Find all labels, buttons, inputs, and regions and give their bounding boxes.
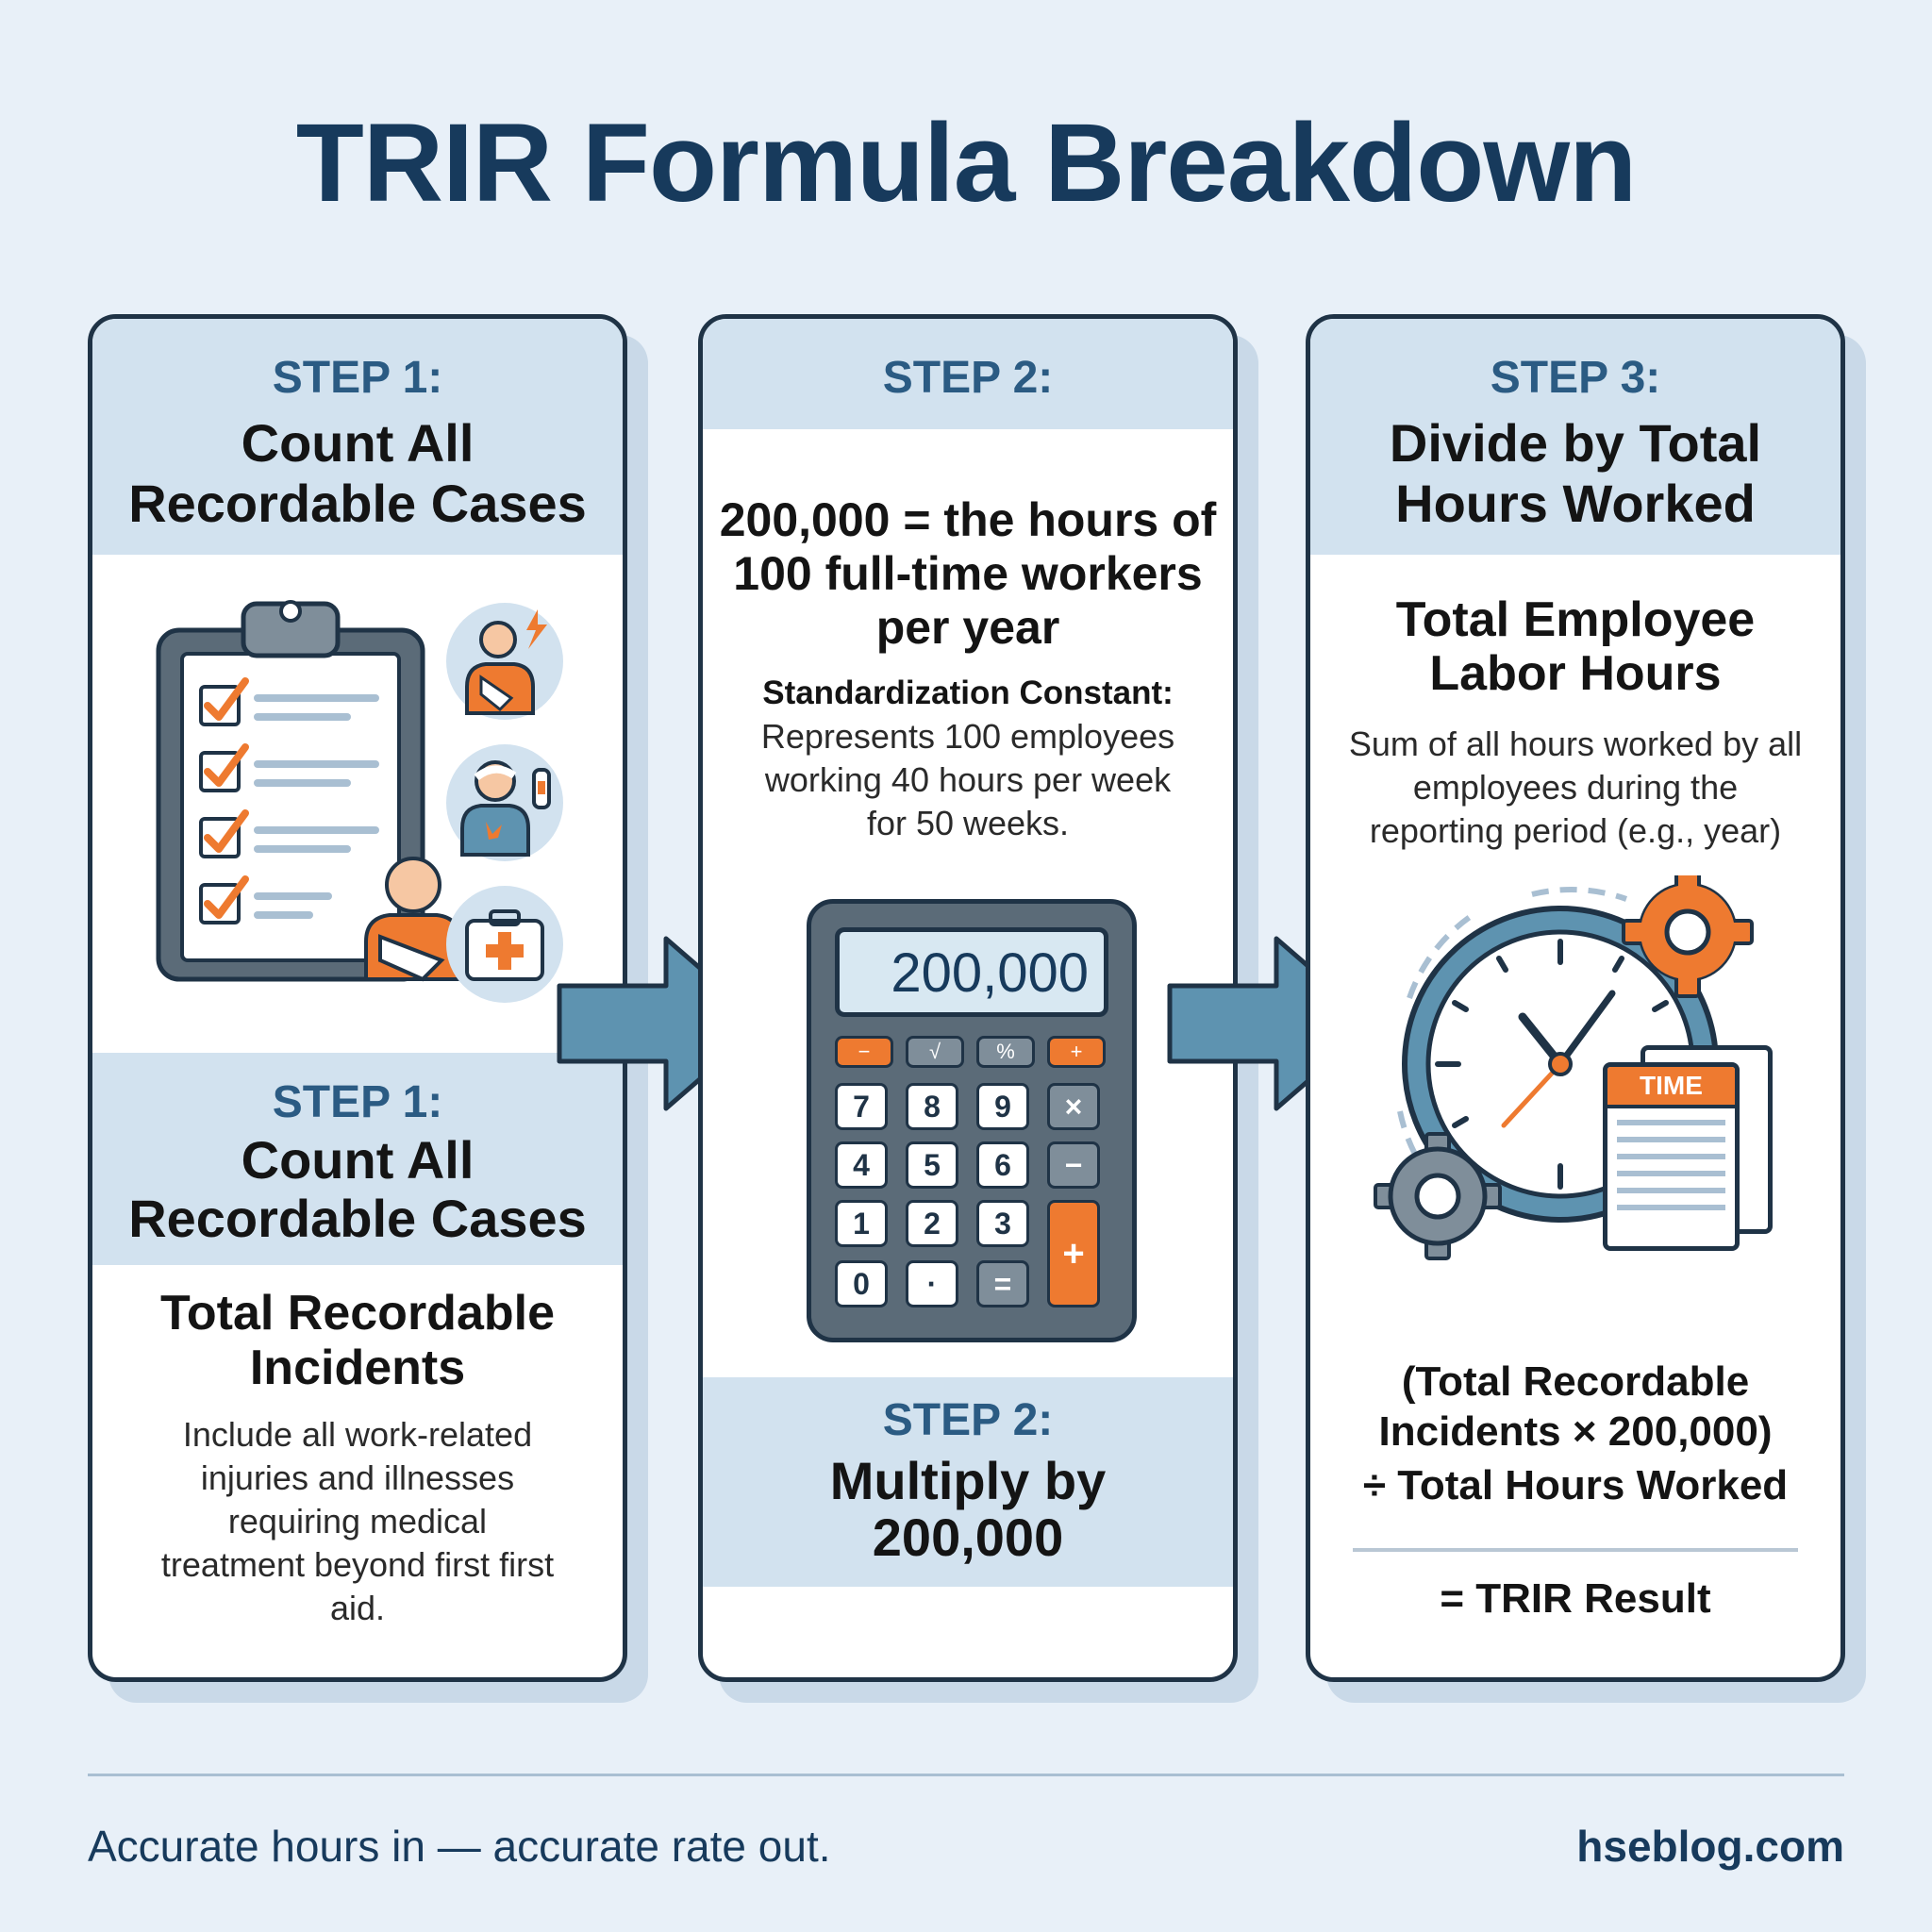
calc-key-7: 7 [835,1083,888,1130]
calc-key-op-2: √ [906,1036,964,1068]
calculator-icon: 200,000 − √ % + 7 8 9 × 4 5 6 − 1 2 3 + … [807,899,1137,1342]
timesheet-label: TIME [1607,1067,1735,1108]
step-1-heading-line-1: Count All [241,413,475,473]
calc-key-1: 1 [835,1200,888,1247]
calc-key-0: 0 [835,1260,888,1307]
step-3-sub-heading-line-1: Total Employee [1395,592,1756,647]
footer-tagline: Accurate hours in — accurate rate out. [88,1822,831,1871]
step-2-constant-title: Standardization Constant: [762,675,1174,711]
step-3-sub-heading-line-2: Labor Hours [1429,646,1722,701]
calc-key-8: 8 [906,1083,958,1130]
step-3-formula-line-3: ÷ Total Hours Worked [1362,1462,1789,1508]
head-injury-worker-icon [446,744,563,861]
step-1-mid-band [92,1053,623,1265]
step-1-panel: STEP 1: Count All Recordable Cases [88,314,627,1682]
step-3-panel: STEP 3: Divide by Total Hours Worked Tot… [1306,314,1845,1682]
calculator-keypad: 7 8 9 × 4 5 6 − 1 2 3 + 0 · = [835,1083,1108,1319]
calc-key-op-4: + [1047,1036,1106,1068]
step-1-label: STEP 1: [272,353,443,403]
calc-key-equals: = [976,1260,1029,1307]
step-2-panel: STEP 2: 200,000 = the hours of 100 full-… [698,314,1238,1682]
calc-key-6: 6 [976,1141,1029,1189]
step-3-description: Sum of all hours worked by all employees… [1348,724,1803,850]
first-aid-kit-icon [446,886,563,1003]
step-1-mid-heading-line-1: Count All [241,1130,475,1190]
step-1-mid-heading-line-2: Recordable Cases [128,1189,587,1248]
page-title: TRIR Formula Breakdown [295,101,1637,225]
step-3-heading-line-2: Hours Worked [1395,474,1756,533]
step-1-mid-label: STEP 1: [272,1077,443,1127]
calc-key-5: 5 [906,1141,958,1189]
step-1-header-band [92,319,623,555]
step-2-bottom-band [703,1377,1233,1587]
step-2-constant-description: Represents 100 employees working 40 hour… [760,717,1175,842]
clipboard-checklist-icon [156,600,462,982]
calc-key-2: 2 [906,1200,958,1247]
step-1-sub-heading: Total Recordable Incidents [159,1286,555,1395]
formula-divider [1353,1548,1798,1552]
step-3-formula-line-2: Incidents × 200,000) [1378,1408,1773,1455]
calc-key-plus: + [1047,1200,1100,1307]
step-2-label: STEP 2: [882,353,1054,403]
step-2-header-band [703,319,1233,429]
step-3-heading-line-1: Divide by Total [1389,413,1762,473]
step-3-header-band [1310,319,1840,555]
calculator-display: 200,000 [835,927,1108,1017]
calc-key-3: 3 [976,1200,1029,1247]
footer-divider [88,1774,1844,1776]
injured-worker-icon [446,603,563,720]
calc-key-op-3: % [976,1036,1035,1068]
calc-key-minus: − [1047,1141,1100,1189]
calc-key-multiply: × [1047,1083,1100,1130]
calc-key-dot: · [906,1260,958,1307]
step-3-formula-line-1: (Total Recordable [1401,1358,1750,1405]
step-2-bottom-label: STEP 2: [882,1395,1054,1445]
step-1-description: Include all work-related injuries and il… [160,1415,555,1627]
calculator-display-value: 200,000 [891,942,1089,1004]
step-3-label: STEP 3: [1490,353,1661,403]
step-2-bottom-heading-line-2: 200,000 [872,1507,1064,1567]
calc-key-9: 9 [976,1083,1029,1130]
calc-key-op-1: − [835,1036,893,1068]
timesheet-icon: TIME [1603,1045,1773,1251]
calc-key-4: 4 [835,1141,888,1189]
step-3-result: = TRIR Result [1440,1575,1711,1622]
footer-site-link[interactable]: hseblog.com [1576,1822,1844,1871]
step-2-bottom-heading-line-1: Multiply by [829,1451,1107,1510]
step-2-formula-text: 200,000 = the hours of 100 full-time wor… [719,493,1217,654]
step-1-heading-line-2: Recordable Cases [128,474,587,533]
